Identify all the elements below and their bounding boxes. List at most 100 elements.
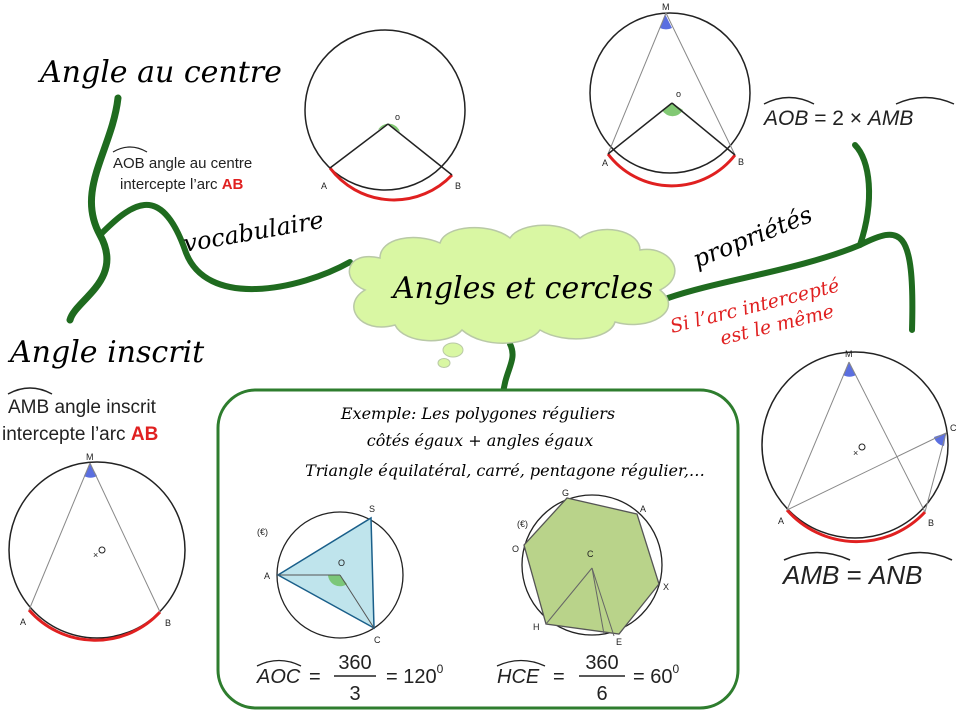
triangle-figure: (€) O A S C [257,504,404,645]
point-x: X [663,582,669,592]
relation-double: AOB = 2 × AMB [762,96,955,130]
circle-outline [589,12,751,174]
hat-aob [112,146,148,153]
point-a: A [778,516,784,526]
hat-aoc [256,659,302,667]
segment-oc [339,574,375,629]
hat-amb [895,96,955,105]
arc-ab-red [785,509,927,544]
hat-amb [783,551,851,561]
relation-middle: = [839,560,869,590]
center-mark [98,546,106,554]
cloud-shape [348,224,676,344]
formula-aoc: AOC = 360 3 = 1200 [256,652,444,705]
angle-aoc [328,575,347,587]
point-m: M [845,349,853,359]
angle-m-blue [843,362,856,377]
heptagon-figure: (€) G A O C X H E [512,488,669,647]
heading-angle-inscrit: Angle inscrit [7,335,205,370]
segment-mb [848,361,926,513]
example-line2: côtés égaux + angles égaux [367,431,594,450]
segment-ma [28,462,91,611]
point-s: S [369,504,375,514]
point-a: A [20,617,26,627]
inscrit-desc-prefix: intercepte l’arc [2,424,131,445]
heading-angle-centre: Angle au centre [37,55,282,90]
point-b: B [928,518,934,528]
centre-desc-rest: angle au centre [145,155,253,172]
center-cross: × [93,550,98,560]
formula-hce-result: = 600 [633,662,679,688]
formula-aoc-numerator: 360 [338,652,371,674]
segment-ca [786,432,947,511]
centre-desc-line2: intercepte l’arc AB [120,176,244,193]
regular-heptagon [523,497,660,635]
point-e: E [616,637,622,647]
formula-aoc-result-value: = 120 [386,666,437,688]
segment-cb [924,432,947,513]
map-title: Angles et cercles [390,271,653,306]
hat-amb [7,387,53,395]
arc-ab-red [27,609,162,642]
segment-ob [387,123,453,176]
arc-ab-red [606,153,737,188]
formula-hce: HCE = 360 6 = 600 [496,652,679,705]
branches [66,94,916,398]
point-g: G [562,488,569,498]
point-c: C [587,549,594,559]
relation-left: AMB [781,560,839,590]
relation-double-text: AOB = 2 × AMB [762,107,913,130]
relation-right: AMB [866,107,914,130]
point-a: A [602,158,608,168]
label-vocabulaire: vocabulaire [181,206,326,258]
centre-arc-name: AB [222,176,244,193]
inscrit-angle-name: AMB [8,397,49,418]
cloud-bubble-small [437,358,451,368]
central-cloud: Angles et cercles [348,224,676,368]
example-line3: Triangle équilatéral, carré, pentagone r… [305,461,705,480]
relation-equal-text: AMB = ANB [781,560,922,590]
angle-m-blue [84,463,97,478]
relation-equal: AMB = ANB [781,551,953,590]
circle-outline [304,29,466,191]
relation-right: ANB [867,560,922,590]
circle-same-arc: × M C A B [761,349,957,544]
point-a: A [640,504,646,514]
point-a: A [321,181,327,191]
angle-sector-green [378,123,400,132]
centre-desc-line1: AOB angle au centre [113,155,252,172]
point-m: M [662,2,670,12]
hat-aob [763,96,815,105]
centre-desc-prefix: intercepte l’arc [120,176,222,193]
branch-example [500,341,516,398]
inscrit-description: AMB angle inscrit intercepte l’arc AB [2,387,158,445]
hat-hce [496,659,546,667]
segment-ce-short [591,567,605,635]
segment-ce [591,567,615,637]
point-c: C [374,635,381,645]
center-cross: × [853,448,858,458]
point-o: O [338,558,345,568]
triangle-circle-label: (€) [257,527,268,537]
circle-angle-centre: o A B [304,29,466,202]
point-b: B [738,157,744,167]
inscrit-desc-rest: angle inscrit [49,397,156,418]
formula-aoc-exponent: 0 [437,662,444,676]
point-o: O [512,544,519,554]
example-line1: Exemple: Les polygones réguliers [340,404,615,423]
branch-top-left [66,94,122,324]
inscrit-desc-line2: intercepte l’arc AB [2,424,158,445]
arc-ab-red [328,167,454,202]
formula-hce-exponent: 0 [672,662,679,676]
segment-oa [607,102,673,155]
formula-aoc-denominator: 3 [349,683,360,705]
equilateral-triangle [276,516,375,630]
formula-aoc-result: = 1200 [386,662,444,688]
point-a: A [264,571,270,581]
relation-left: AOB [762,107,808,130]
cloud-bubble-large [442,342,464,358]
inscrit-desc-line1: AMB angle inscrit [8,397,157,418]
circle-outline [761,351,949,539]
branch-vocabulaire [97,201,353,293]
